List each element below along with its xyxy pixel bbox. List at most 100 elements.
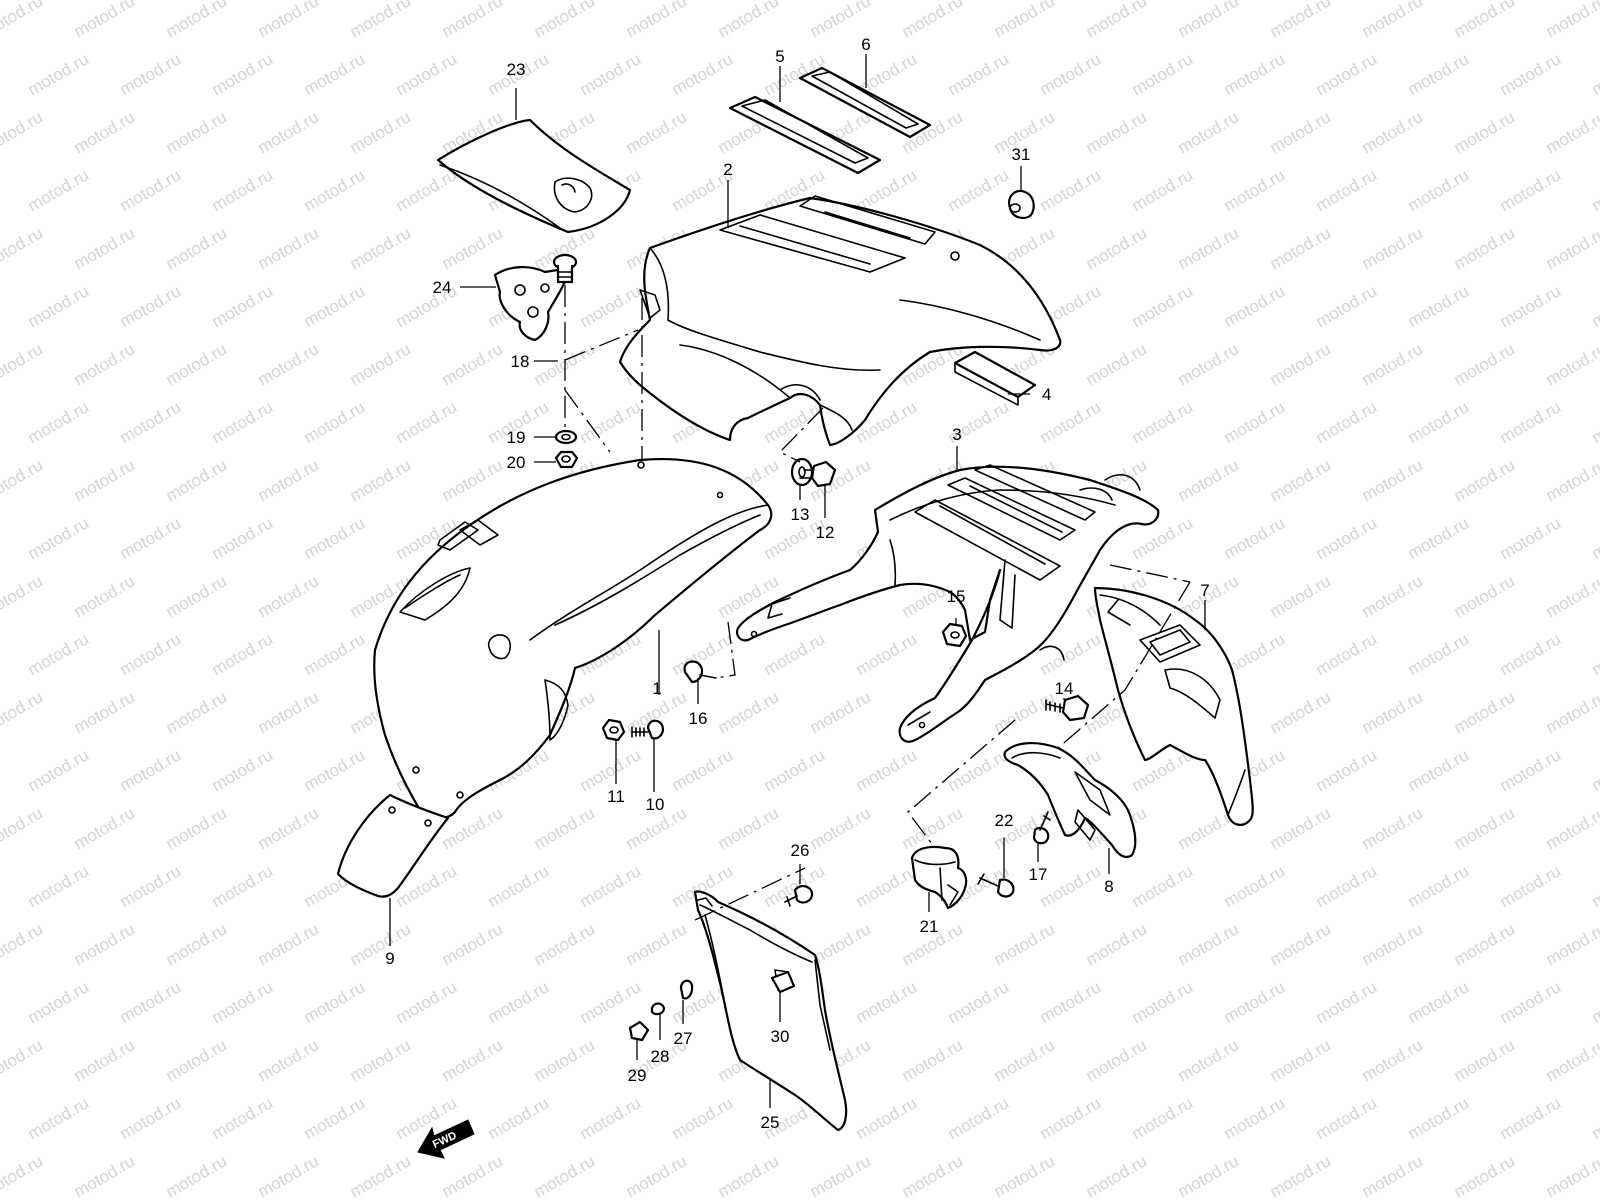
watermark-text: motod.ru xyxy=(163,571,231,621)
callout-22: 22 xyxy=(995,811,1014,830)
watermark-text: motod.ru xyxy=(577,281,645,331)
watermark-text: motod.ru xyxy=(1129,397,1197,447)
callout-8: 8 xyxy=(1104,877,1113,896)
watermark-text: motod.ru xyxy=(117,513,185,563)
watermark-text: motod.ru xyxy=(1543,919,1600,969)
watermark-text: motod.ru xyxy=(1313,629,1381,679)
watermark-text: motod.ru xyxy=(439,1035,507,1085)
watermark-text: motod.ru xyxy=(117,745,185,795)
watermark-text: motod.ru xyxy=(1037,397,1105,447)
watermark-text: motod.ru xyxy=(1589,513,1600,563)
watermark-text: motod.ru xyxy=(209,165,277,215)
watermark-text: motod.ru xyxy=(71,339,139,389)
watermark-text: motod.ru xyxy=(761,745,829,795)
watermark-text: motod.ru xyxy=(853,745,921,795)
watermark-text: motod.ru xyxy=(715,1151,783,1200)
watermark-text: motod.ru xyxy=(1451,803,1519,853)
watermark-text: motod.ru xyxy=(1589,1093,1600,1143)
watermark-text: motod.ru xyxy=(1129,49,1197,99)
watermark-text: motod.ru xyxy=(347,919,415,969)
part-15-nut xyxy=(941,622,968,648)
callout-28: 28 xyxy=(651,1047,670,1066)
watermark-text: motod.ru xyxy=(669,49,737,99)
watermark-text: motod.ru xyxy=(1037,1093,1105,1143)
watermark-text: motod.ru xyxy=(255,0,323,41)
watermark-text: motod.ru xyxy=(577,861,645,911)
watermark-text: motod.ru xyxy=(1267,1151,1335,1200)
watermark-text: motod.ru xyxy=(761,861,829,911)
part-21-damper xyxy=(910,845,968,910)
part-6-strip xyxy=(798,66,932,139)
watermark-text: motod.ru xyxy=(25,49,93,99)
callout-12: 12 xyxy=(816,523,835,542)
watermark-text: motod.ru xyxy=(1267,1035,1335,1085)
watermark-text: motod.ru xyxy=(485,861,553,911)
watermark-text: motod.ru xyxy=(25,1093,93,1143)
watermark-text: motod.ru xyxy=(25,745,93,795)
watermark-text: motod.ru xyxy=(1497,745,1565,795)
watermark-text: motod.ru xyxy=(1543,687,1600,737)
part-20-nut xyxy=(554,450,579,469)
watermark-text: motod.ru xyxy=(1497,49,1565,99)
watermark-text: motod.ru xyxy=(1359,803,1427,853)
callout-15: 15 xyxy=(947,587,966,606)
watermark-text: motod.ru xyxy=(209,397,277,447)
watermark-text: motod.ru xyxy=(163,1151,231,1200)
watermark-text: motod.ru xyxy=(301,49,369,99)
watermark-text: motod.ru xyxy=(715,0,783,41)
watermark-text: motod.ru xyxy=(623,107,691,157)
watermark-text: motod.ru xyxy=(1221,513,1289,563)
watermark-text: motod.ru xyxy=(209,281,277,331)
watermark-text: motod.ru xyxy=(71,0,139,41)
watermark-text: motod.ru xyxy=(117,281,185,331)
callout-23: 23 xyxy=(507,60,526,79)
callout-16: 16 xyxy=(689,709,708,728)
watermark-text: motod.ru xyxy=(1313,49,1381,99)
watermark-text: motod.ru xyxy=(761,629,829,679)
watermark-text: motod.ru xyxy=(255,223,323,273)
watermark-text: motod.ru xyxy=(1589,165,1600,215)
watermark-text: motod.ru xyxy=(1405,745,1473,795)
watermark-text: motod.ru xyxy=(439,1151,507,1200)
watermark-text: motod.ru xyxy=(1175,107,1243,157)
watermark-text: motod.ru xyxy=(0,803,46,853)
watermark-text: motod.ru xyxy=(393,49,461,99)
watermark-text: motod.ru xyxy=(1267,455,1335,505)
watermark-text: motod.ru xyxy=(163,803,231,853)
watermark-text: motod.ru xyxy=(439,0,507,41)
watermark-text: motod.ru xyxy=(0,919,46,969)
watermark-text: motod.ru xyxy=(1405,397,1473,447)
watermark-text: motod.ru xyxy=(577,977,645,1027)
callout-20: 20 xyxy=(507,453,526,472)
watermark-text: motod.ru xyxy=(1175,1035,1243,1085)
watermark-text: motod.ru xyxy=(1497,513,1565,563)
watermark-text: motod.ru xyxy=(1221,1093,1289,1143)
watermark-text: motod.ru xyxy=(1497,165,1565,215)
watermark-text: motod.ru xyxy=(25,397,93,447)
watermark-text: motod.ru xyxy=(209,629,277,679)
watermark-text: motod.ru xyxy=(1313,861,1381,911)
part-28-clip xyxy=(650,1002,666,1016)
watermark-text: motod.ru xyxy=(1037,165,1105,215)
watermark-text: motod.ru xyxy=(1405,281,1473,331)
watermark-text: motod.ru xyxy=(255,803,323,853)
watermark-text: motod.ru xyxy=(991,0,1059,41)
callout-18: 18 xyxy=(511,352,530,371)
watermark-text: motod.ru xyxy=(163,339,231,389)
callout-17: 17 xyxy=(1029,865,1048,884)
watermark-text: motod.ru xyxy=(1313,745,1381,795)
watermark-text: motod.ru xyxy=(1543,1035,1600,1085)
watermark-text: motod.ru xyxy=(25,165,93,215)
part-29-clip xyxy=(628,1020,650,1042)
watermark-text: motod.ru xyxy=(163,107,231,157)
watermark-text: motod.ru xyxy=(1405,49,1473,99)
part-26-screw xyxy=(784,884,814,907)
watermark-text: motod.ru xyxy=(1497,397,1565,447)
part-25-plate-bracket xyxy=(693,890,848,1132)
watermark-text: motod.ru xyxy=(1359,1035,1427,1085)
watermark-text: motod.ru xyxy=(1543,223,1600,273)
watermark-text: motod.ru xyxy=(1175,0,1243,41)
watermark-text: motod.ru xyxy=(1359,919,1427,969)
watermark-text: motod.ru xyxy=(531,1035,599,1085)
